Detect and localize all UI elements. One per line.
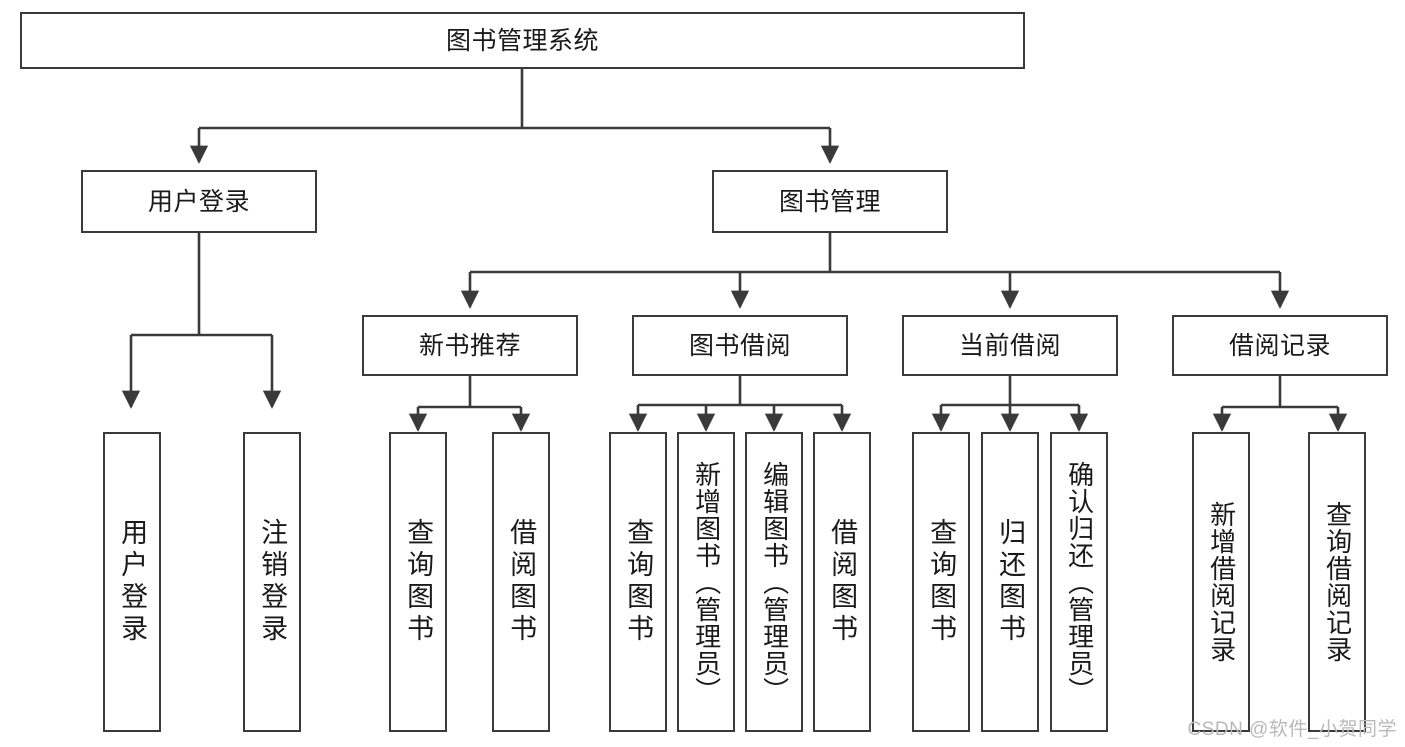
node-book-borrow[interactable]: 图书借阅 [632, 315, 848, 376]
node-new-book-recommend[interactable]: 新书推荐 [362, 315, 578, 376]
node-label: 图书管理 [778, 187, 881, 216]
node-label: 查询图书 [926, 518, 957, 646]
node-label: 查询图书 [403, 518, 434, 646]
leaf-user-login-logout[interactable]: 注销登录 [243, 432, 301, 732]
leaf-recommend-query-book[interactable]: 查询图书 [389, 432, 447, 732]
node-label: 新书推荐 [418, 331, 521, 360]
node-label: 确认归还（管理员） [1064, 460, 1095, 704]
leaf-borrow-borrow-book[interactable]: 借阅图书 [813, 432, 871, 732]
node-label: 当前借阅 [958, 331, 1061, 360]
leaf-current-confirm-return-admin[interactable]: 确认归还（管理员） [1050, 432, 1108, 732]
leaf-current-query-book[interactable]: 查询图书 [912, 432, 970, 732]
leaf-recommend-borrow-book[interactable]: 借阅图书 [492, 432, 550, 732]
node-label: 图书借阅 [688, 331, 791, 360]
watermark-text: CSDN @软件_小贺同学 [1187, 719, 1397, 740]
node-user-login[interactable]: 用户登录 [81, 170, 317, 233]
leaf-user-login-login[interactable]: 用户登录 [103, 432, 161, 732]
leaf-borrow-edit-book-admin[interactable]: 编辑图书（管理员） [745, 432, 803, 732]
leaf-record-add-record[interactable]: 新增借阅记录 [1192, 432, 1250, 732]
leaf-borrow-query-book[interactable]: 查询图书 [609, 432, 667, 732]
node-root-book-management-system[interactable]: 图书管理系统 [20, 12, 1025, 69]
node-label: 借阅图书 [827, 518, 858, 646]
node-label: 借阅图书 [506, 518, 537, 646]
node-label: 编辑图书（管理员） [759, 460, 790, 704]
node-label: 查询图书 [623, 518, 654, 646]
node-borrow-record[interactable]: 借阅记录 [1172, 315, 1388, 376]
node-label: 归还图书 [995, 518, 1026, 646]
node-label: 用户登录 [147, 187, 250, 216]
leaf-record-query-record[interactable]: 查询借阅记录 [1308, 432, 1366, 732]
leaf-current-return-book[interactable]: 归还图书 [981, 432, 1039, 732]
node-label: 新增图书（管理员） [691, 460, 722, 704]
node-label: 注销登录 [257, 518, 288, 646]
node-label: 图书管理系统 [445, 26, 599, 55]
node-label: 查询借阅记录 [1322, 501, 1353, 663]
node-label: 借阅记录 [1228, 331, 1331, 360]
node-label: 新增借阅记录 [1206, 501, 1237, 663]
node-book-management[interactable]: 图书管理 [712, 170, 948, 233]
node-label: 用户登录 [117, 518, 148, 646]
leaf-borrow-add-book-admin[interactable]: 新增图书（管理员） [677, 432, 735, 732]
node-current-borrow[interactable]: 当前借阅 [902, 315, 1118, 376]
